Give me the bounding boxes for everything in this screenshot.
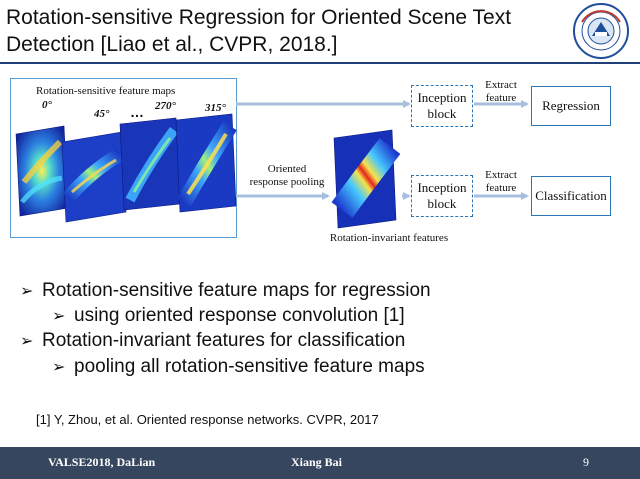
bullet-text: using oriented response convolution [1]	[74, 305, 405, 326]
invariant-feature-map	[331, 129, 400, 229]
bullet-item-2: ➢ using oriented response convolution [1]	[52, 305, 405, 327]
angle-label-45: 45°	[94, 108, 110, 120]
footer-page-number: 9	[583, 455, 589, 469]
bullet-arrow-icon: ➢	[52, 359, 66, 376]
extract-feature-label-top: Extract feature	[476, 79, 526, 105]
pooling-label: Oriented response pooling	[241, 163, 333, 189]
slide-title-line-2: Detection [Liao et al., CVPR, 2018.]	[6, 33, 338, 56]
feature-map-stack	[15, 113, 237, 223]
bullet-arrow-icon: ➢	[20, 333, 34, 350]
inception-top-line-2: block	[427, 106, 457, 121]
university-logo	[573, 3, 629, 59]
footer-author: Xiang Bai	[291, 455, 343, 469]
bullet-text: Rotation-invariant features for classifi…	[42, 330, 406, 351]
title-divider	[0, 62, 640, 64]
angle-label-0: 0°	[42, 99, 52, 111]
reference-footnote: [1] Y, Zhou, et al. Oriented response ne…	[36, 412, 379, 427]
classification-box: Classification	[531, 176, 611, 216]
angle-label-315: 315°	[205, 102, 226, 114]
feature-map-45	[61, 131, 127, 223]
slide-title: Rotation-sensitive Regression for Orient…	[6, 4, 546, 58]
regression-box: Regression	[531, 86, 611, 126]
pooling-label-line-1: Oriented	[267, 163, 307, 175]
slide-title-line-1: Rotation-sensitive Regression for Orient…	[6, 6, 512, 29]
bullet-text: pooling all rotation-sensitive feature m…	[74, 356, 425, 377]
bullet-item-1: ➢ Rotation-sensitive feature maps for reg…	[20, 280, 431, 302]
bullet-arrow-icon: ➢	[52, 308, 66, 325]
extract-feature-label-bottom: Extract feature	[476, 169, 526, 195]
extract-bottom-line-2: feature	[485, 182, 517, 194]
feature-maps-title: Rotation-sensitive feature maps	[36, 85, 176, 97]
extract-top-line-1: Extract	[485, 79, 517, 91]
inception-block-bottom: Inception block	[411, 175, 473, 217]
bullet-item-4: ➢ pooling all rotation-sensitive feature …	[52, 356, 425, 378]
pooling-label-line-2: response pooling	[249, 176, 325, 188]
inception-top-line-1: Inception	[417, 90, 467, 105]
extract-bottom-line-1: Extract	[485, 169, 517, 181]
angle-label-270: 270°	[155, 100, 176, 112]
extract-top-line-2: feature	[485, 92, 517, 104]
feature-map-315	[175, 113, 237, 213]
bullet-arrow-icon: ➢	[20, 283, 34, 300]
bullet-item-3: ➢ Rotation-invariant features for classif…	[20, 330, 405, 352]
inception-bottom-line-2: block	[427, 196, 457, 211]
footer-bar: VALSE2018, DaLian Xiang Bai 9	[0, 447, 640, 479]
inception-bottom-line-1: Inception	[417, 180, 467, 195]
invariant-features-label: Rotation-invariant features	[329, 232, 449, 244]
inception-block-top: Inception block	[411, 85, 473, 127]
footer-conference: VALSE2018, DaLian	[48, 455, 156, 469]
ellipsis-label: …	[130, 104, 144, 120]
feature-map-0	[15, 125, 69, 217]
bullet-text: Rotation-sensitive feature maps for regr…	[42, 280, 431, 301]
